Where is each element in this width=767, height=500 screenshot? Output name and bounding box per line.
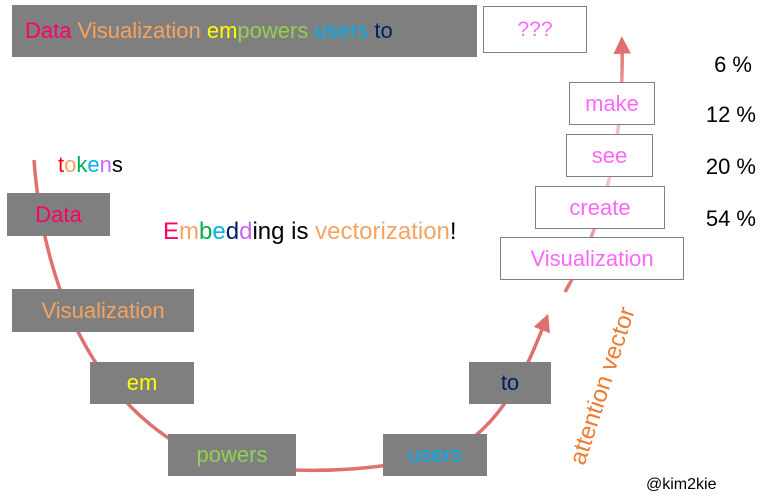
- token-box-to: to: [469, 362, 551, 404]
- colored-segment: powers: [237, 18, 309, 43]
- colored-segment: d: [225, 218, 240, 245]
- colored-segment: d: [239, 218, 253, 245]
- token-box-users: users: [383, 434, 487, 476]
- credit-label: @kim2kie: [646, 476, 717, 493]
- candidate-text: Visualization: [530, 245, 654, 271]
- candidate-box-visualization: Visualization: [500, 237, 684, 280]
- token-box-data: Data: [7, 193, 110, 236]
- colored-segment: e: [87, 152, 100, 177]
- colored-segment: n: [99, 152, 112, 177]
- colored-segment: !: [449, 218, 457, 245]
- token-text: users: [408, 442, 462, 467]
- candidate-text: see: [591, 142, 628, 168]
- token-box-visualization: Visualization: [12, 289, 194, 332]
- sentence-text: Data Visualization empowers users to: [25, 18, 393, 44]
- token-text: powers: [196, 442, 268, 467]
- token-text: Visualization: [41, 297, 165, 323]
- probability-see: 12 %: [705, 102, 756, 127]
- token-box-powers: powers: [168, 434, 296, 476]
- colored-segment: s: [111, 152, 123, 177]
- colored-segment: m: [179, 218, 200, 245]
- token-box-em: em: [90, 362, 194, 404]
- tokens-label: tokens: [58, 152, 123, 178]
- colored-segment: em: [206, 18, 238, 43]
- probability-create: 20 %: [705, 154, 756, 179]
- colored-segment: b: [199, 218, 213, 245]
- colored-segment: k: [76, 152, 88, 177]
- candidate-text: make: [585, 90, 639, 116]
- sentence-bar: Data Visualization empowers users to: [12, 5, 477, 57]
- colored-segment: vectorization: [315, 218, 450, 245]
- candidate-text: create: [569, 194, 631, 220]
- candidate-box-create: create: [535, 186, 665, 229]
- colored-segment: t: [58, 152, 65, 177]
- colored-segment: E: [163, 218, 180, 245]
- colored-segment: Data: [25, 18, 72, 43]
- token-text: to: [500, 370, 520, 395]
- unknown-token-text: ???: [517, 17, 553, 41]
- unknown-token-box: ???: [483, 6, 587, 53]
- colored-segment: e: [212, 218, 226, 245]
- probability-make: 6 %: [714, 52, 752, 77]
- colored-segment: Visualization: [77, 18, 201, 43]
- candidate-box-make: make: [569, 82, 655, 125]
- colored-segment: users: [314, 18, 369, 43]
- colored-segment: to: [374, 18, 393, 43]
- colored-segment: ing is: [252, 218, 316, 245]
- embedding-statement: Embedding is vectorization!: [163, 218, 457, 246]
- colored-segment: o: [64, 152, 77, 177]
- token-text: Data: [35, 201, 82, 227]
- candidate-box-see: see: [566, 134, 653, 177]
- token-text: em: [126, 370, 158, 395]
- probability-visualization: 54 %: [705, 206, 756, 231]
